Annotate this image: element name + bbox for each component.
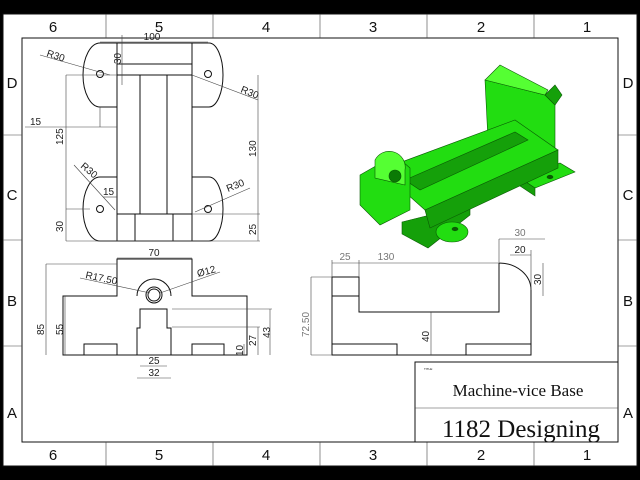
drawing-subtitle: 1182 Designing bbox=[442, 416, 601, 443]
dim-dia12: Ø12 bbox=[196, 264, 218, 280]
zone-col-top: 3 bbox=[369, 19, 377, 36]
dim-30: 30 bbox=[533, 273, 544, 285]
top-view: 100 30 R30 R30 15 125 130 R30 15 R30 30 … bbox=[25, 32, 260, 242]
dim-55: 55 bbox=[55, 323, 66, 335]
dim-25: 25 bbox=[248, 223, 259, 235]
dim-130: 130 bbox=[248, 140, 259, 157]
side-view: 30 25 130 20 30 72.50 40 bbox=[301, 228, 545, 356]
zone-col-bottom: 2 bbox=[477, 447, 485, 464]
title-block: TITLE: Machine-vice Base 1182 Designing bbox=[414, 361, 619, 443]
dim-43: 43 bbox=[262, 326, 273, 338]
dim-15: 15 bbox=[30, 117, 42, 128]
zone-col-bottom: 6 bbox=[49, 447, 57, 464]
zone-col-top: 4 bbox=[262, 19, 270, 36]
zone-row-left: C bbox=[7, 187, 18, 204]
dim-30: 30 bbox=[113, 52, 124, 64]
dim-25: 25 bbox=[148, 356, 160, 367]
dim-30: 30 bbox=[514, 228, 526, 239]
title-label: TITLE: bbox=[424, 367, 433, 371]
dim-130: 130 bbox=[378, 252, 395, 263]
zone-col-top: 5 bbox=[155, 19, 163, 36]
dim-85: 85 bbox=[36, 323, 47, 335]
dim-15: 15 bbox=[103, 187, 115, 198]
zone-labels: 6 5 4 3 2 1 6 5 4 3 2 1 D C B A D C B A bbox=[7, 19, 634, 464]
front-view: 70 R17.50 Ø12 85 55 43 27 10 25 32 bbox=[36, 248, 273, 379]
dim-10: 10 bbox=[235, 344, 246, 356]
dim-125: 125 bbox=[55, 128, 66, 145]
zone-col-top: 2 bbox=[477, 19, 485, 36]
zone-col-top: 6 bbox=[49, 19, 57, 36]
zone-col-bottom: 1 bbox=[583, 447, 591, 464]
zone-row-right: D bbox=[623, 75, 634, 92]
dim-72-50: 72.50 bbox=[301, 312, 312, 337]
zone-ticks bbox=[3, 14, 637, 466]
dim-40: 40 bbox=[421, 330, 432, 342]
drawing-title: Machine-vice Base bbox=[453, 381, 584, 400]
zone-col-top: 1 bbox=[583, 19, 591, 36]
zone-row-right: A bbox=[623, 405, 633, 422]
zone-row-left: A bbox=[7, 405, 17, 422]
dim-25: 25 bbox=[339, 252, 351, 263]
zone-col-bottom: 3 bbox=[369, 447, 377, 464]
dim-32: 32 bbox=[148, 368, 160, 379]
dim-70: 70 bbox=[148, 248, 160, 259]
dim-27: 27 bbox=[248, 334, 259, 346]
zone-col-bottom: 5 bbox=[155, 447, 163, 464]
zone-row-right: C bbox=[623, 187, 634, 204]
isometric-model bbox=[359, 64, 576, 249]
dim-20: 20 bbox=[514, 245, 526, 256]
dim-30: 30 bbox=[55, 220, 66, 232]
zone-row-left: B bbox=[7, 293, 17, 310]
zone-col-bottom: 4 bbox=[262, 447, 270, 464]
dim-100: 100 bbox=[144, 32, 161, 43]
zone-row-right: B bbox=[623, 293, 633, 310]
zone-row-left: D bbox=[7, 75, 18, 92]
